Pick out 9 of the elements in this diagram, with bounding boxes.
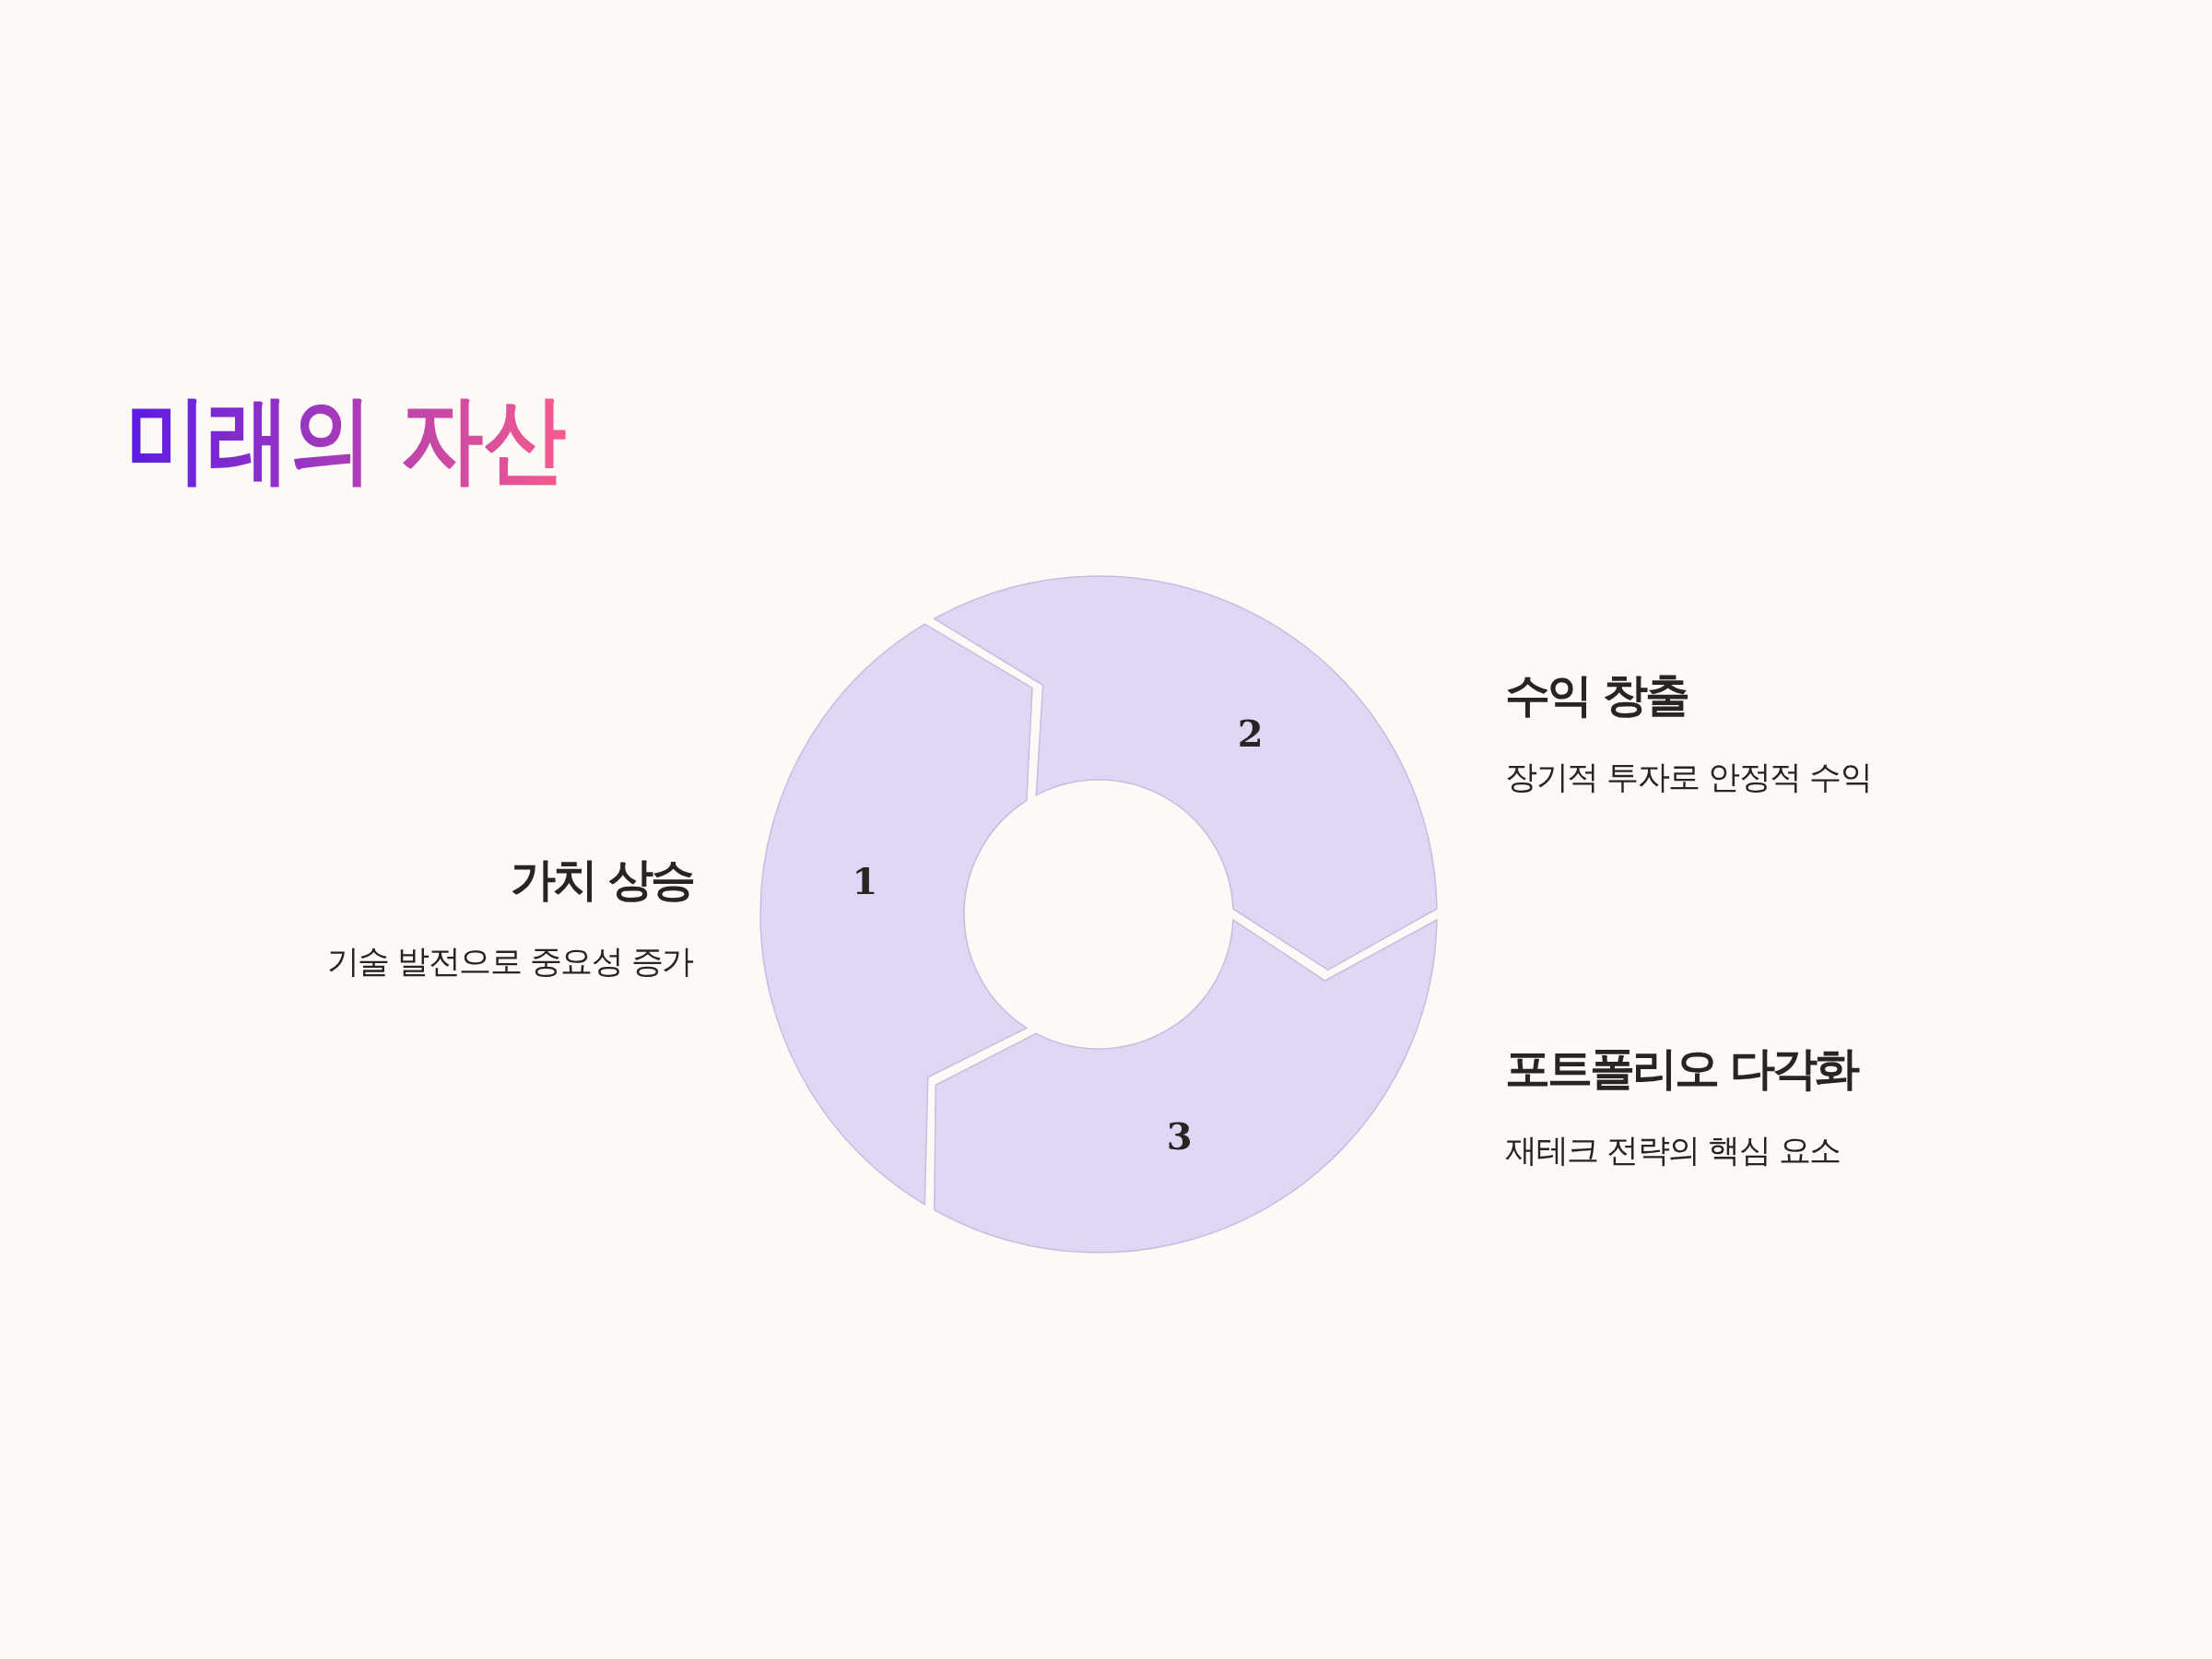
step-number: 1 [852,863,878,900]
step-description: 장기적 투자로 안정적 수익 [1505,758,1872,796]
step-number: 2 [1237,714,1264,752]
step-heading: 수익 창출 [1505,668,1688,724]
step-heading: 포트폴리오 다각화 [1505,1041,1858,1097]
step-number: 3 [1166,1117,1193,1155]
step-description: 기술 발전으로 중요성 증가 [326,942,693,981]
step-description: 재테크 전략의 핵심 요소 [1505,1131,1841,1170]
step-heading: 가치 상승 [510,853,693,908]
